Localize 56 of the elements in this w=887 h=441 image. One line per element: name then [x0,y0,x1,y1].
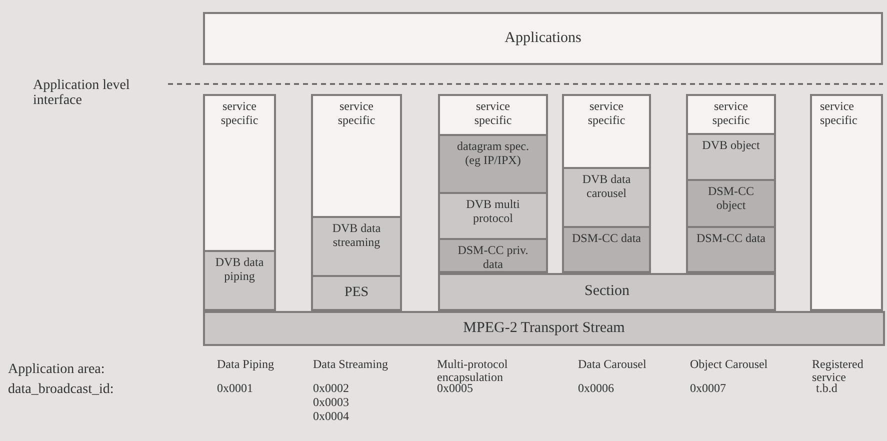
table-text: 0x0002 [313,382,350,396]
protocol-column [686,94,776,273]
protocol-layer [203,250,276,311]
layer-label: MPEG-2 Transport Stream [462,320,626,338]
layer-label: DVB object [701,139,761,153]
protocol-layer [438,134,548,194]
table-text: 0x0004 [313,410,350,424]
protocol-column [562,94,651,273]
protocol-layer [686,179,776,228]
table-text: 0x0001 [217,382,254,396]
table-text: Data Carousel [578,358,648,372]
table-text: 0x0007 [690,382,727,396]
table-text: Object Carousel [690,358,769,372]
protocol-layer [686,133,776,181]
layer-label: DVB data carousel [581,173,632,201]
table-text: Data Streaming [313,358,389,372]
protocol-column [311,94,402,311]
layer-label: DSM-CC object [706,185,755,213]
table-text: 0x0005 [437,382,473,396]
table-text: t.b.d [816,382,838,396]
layer-bar [438,273,776,311]
layer-label: DVB multi protocol [465,198,521,226]
table-text: 0x0003 [313,396,350,410]
layer-label: Applications [504,30,582,48]
table-text: 0x0006 [578,382,615,396]
protocol-layer [438,192,548,240]
row-label: data_broadcast_id: [8,382,115,398]
layer-label: PES [343,284,370,302]
layer-label: service specific [711,100,751,128]
table-text: Multi-protocol encapsulation [437,358,509,384]
layer-label: service specific [473,100,513,128]
layer-label: service specific [819,100,858,128]
row-label: Application level interface [33,78,131,109]
layer-label: datagram spec. (eg IP/IPX) [456,140,530,168]
row-label: Application area: [8,362,106,378]
layer-label: Section [584,283,630,301]
protocol-column [203,94,276,311]
table-text: Data Piping [217,358,275,372]
protocol-column [438,94,548,273]
layer-label: service specific [220,100,260,128]
layer-label: service specific [336,100,376,128]
layer-label: DVB data streaming [331,222,382,250]
protocol-layer [311,275,402,311]
protocol-layer [438,238,548,273]
layer-label: DSM-CC data [696,232,766,246]
layer-label: service specific [586,100,626,128]
layer-box [203,12,883,65]
protocol-layer [686,226,776,273]
protocol-column [810,94,883,311]
layer-label: DVB data piping [214,256,265,284]
layer-label: DSM-CC priv. data [456,244,530,272]
protocol-layer [562,167,651,228]
protocol-layer [562,226,651,273]
protocol-layer [311,216,402,277]
layer-label: DSM-CC data [571,232,642,246]
layer-bar [203,311,885,346]
